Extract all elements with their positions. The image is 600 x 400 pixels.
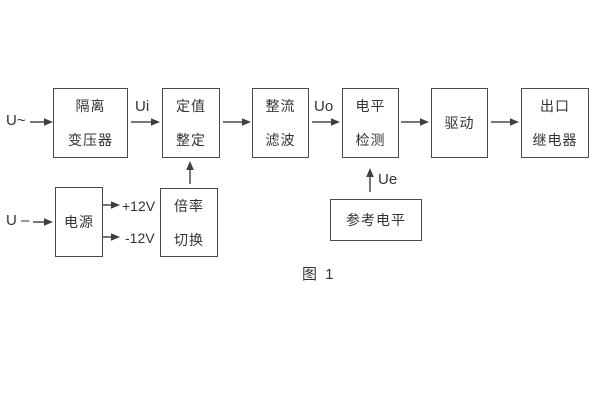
block-output-relay-line2: 继电器 (532, 132, 578, 148)
arrow-ue (366, 168, 374, 192)
block-rectify-filter-line1: 整流 (265, 98, 296, 114)
arrow-ratio-to-setting (186, 161, 194, 184)
block-level-detect: 电平 检测 (342, 88, 399, 158)
block-ratio-switch-line1: 倍率 (174, 197, 204, 214)
block-rectify-filter: 整流 滤波 (252, 88, 309, 158)
block-value-setting-line2: 整定 (176, 132, 206, 148)
signal-label-dc-input: U – (6, 212, 30, 229)
block-value-setting: 定值 整定 (162, 88, 220, 158)
arrow-drive-to-relay (491, 118, 519, 126)
arrow-plus-12v (103, 201, 120, 209)
arrow-uo (312, 118, 340, 126)
block-isolation-transformer-line1: 隔离 (75, 98, 106, 114)
block-level-detect-line2: 检测 (355, 132, 386, 148)
block-output-relay: 出口 继电器 (521, 88, 589, 158)
block-output-relay-line1: 出口 (540, 98, 570, 114)
block-ratio-switch-line2: 切换 (174, 231, 204, 248)
arrow-ui (131, 118, 160, 126)
block-drive-label: 驱动 (444, 115, 475, 131)
block-value-setting-line1: 定值 (176, 98, 206, 114)
block-isolation-transformer-line2: 变压器 (68, 132, 113, 148)
arrow-minus-12v (103, 233, 120, 241)
signal-label-ui: Ui (135, 98, 150, 115)
signal-label-plus-12v: +12V (122, 198, 156, 214)
signal-label-ac-input: U~ (6, 112, 26, 129)
arrow-dc-input (33, 218, 53, 226)
block-reference-level-label: 参考电平 (346, 212, 406, 228)
arrow-detect-to-drive (401, 118, 429, 126)
block-ratio-switch: 倍率 切换 (160, 188, 218, 257)
block-reference-level: 参考电平 (330, 199, 422, 241)
block-level-detect-line1: 电平 (355, 98, 386, 114)
arrow-setting-to-filter (223, 118, 251, 126)
block-drive: 驱动 (431, 88, 488, 158)
signal-label-minus-12v: -12V (125, 230, 155, 246)
signal-label-uo: Uo (314, 98, 334, 115)
block-rectify-filter-line2: 滤波 (265, 132, 296, 148)
signal-label-ue: Ue (378, 171, 398, 188)
arrow-ac-input (30, 118, 53, 126)
block-power: 电源 (55, 187, 103, 257)
block-isolation-transformer: 隔离 变压器 (53, 88, 128, 158)
block-power-label: 电源 (64, 214, 94, 230)
figure-caption: 图 1 (302, 266, 336, 283)
